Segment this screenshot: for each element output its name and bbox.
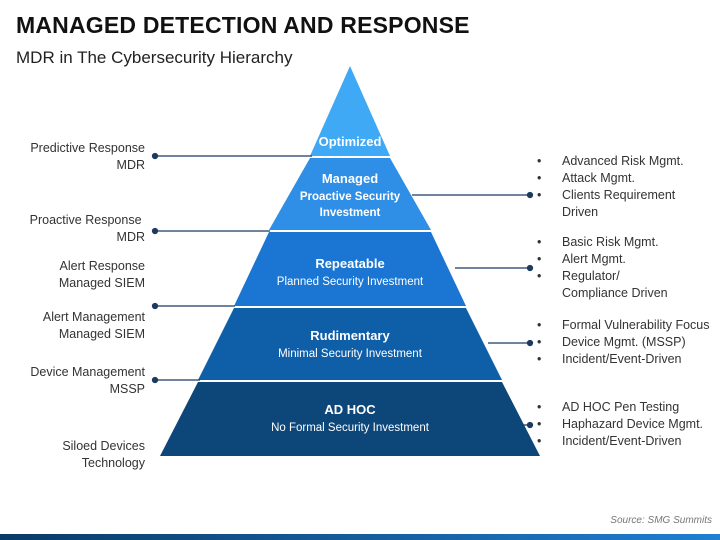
list-item: Incident/Event-Driven (537, 433, 703, 450)
pyramid-tier-adhoc (160, 382, 540, 456)
left-label-predictive-response: Predictive Response MDR (30, 141, 145, 172)
tier-name-optimized: Optimized (319, 134, 382, 149)
source-credit: Source: SMG Summits (610, 515, 712, 526)
right-group-managed: Advanced Risk Mgmt. Attack Mgmt. Clients… (537, 153, 684, 204)
pyramid-tier-managed (269, 158, 431, 230)
pyramid-tier-repeatable (234, 232, 466, 306)
tier-name-rudimentary: Rudimentary (310, 328, 390, 343)
tier-desc-managed-2: Investment (320, 207, 381, 219)
connector-dot-right-3 (526, 339, 534, 347)
left-label-siloed-devices: Siloed Devices Technology (62, 439, 145, 470)
left-label-alert-management: Alert Management Managed SIEM (42, 310, 145, 341)
list-item: Device Mgmt. (MSSP) (537, 334, 710, 351)
list-item: Basic Risk Mgmt. (537, 234, 659, 251)
tier-name-managed: Managed (322, 171, 378, 186)
right-group-repeatable: Basic Risk Mgmt. Alert Mgmt. Regulator/ (537, 234, 659, 285)
pyramid-tier-rudimentary (198, 308, 502, 380)
page-subtitle: MDR in The Cybersecurity Hierarchy (16, 48, 293, 67)
list-item: Haphazard Device Mgmt. (537, 416, 703, 433)
tier-desc-adhoc: No Formal Security Investment (271, 422, 430, 434)
list-item: Attack Mgmt. (537, 170, 684, 187)
connector-dot-left-4 (151, 376, 159, 384)
connector-dot-right-4 (526, 421, 534, 429)
right-group-rudimentary: Formal Vulnerability Focus Device Mgmt. … (537, 317, 710, 368)
tier-desc-repeatable: Planned Security Investment (277, 276, 424, 288)
connector-dot-left-3 (151, 302, 159, 310)
list-item: Regulator/ (537, 268, 659, 285)
page-title: MANAGED DETECTION AND RESPONSE (16, 12, 470, 38)
connector-dot-left-1 (151, 152, 159, 160)
right-group-adhoc: AD HOC Pen Testing Haphazard Device Mgmt… (537, 399, 703, 450)
right-group-repeatable-continuation: Compliance Driven (562, 286, 668, 300)
right-group-managed-continuation: Driven (562, 205, 599, 219)
bottom-accent-bar (0, 534, 720, 540)
list-item: AD HOC Pen Testing (537, 399, 703, 416)
list-item: Incident/Event-Driven (537, 351, 710, 368)
connector-dot-left-2 (151, 227, 159, 235)
list-item: Alert Mgmt. (537, 251, 659, 268)
tier-name-adhoc: AD HOC (324, 402, 376, 417)
list-item: Clients Requirement (537, 187, 684, 204)
connector-dot-right-1 (526, 191, 534, 199)
tier-name-repeatable: Repeatable (315, 256, 384, 271)
list-item: Advanced Risk Mgmt. (537, 153, 684, 170)
tier-desc-rudimentary: Minimal Security Investment (278, 348, 423, 360)
left-label-device-management: Device Management MSSP (30, 365, 145, 396)
tier-desc-managed-1: Proactive Security (300, 191, 401, 203)
pyramid-tier-optimized (310, 66, 390, 156)
connector-dot-right-2 (526, 264, 534, 272)
left-label-alert-response: Alert Response Managed SIEM (58, 259, 145, 290)
list-item: Formal Vulnerability Focus (537, 317, 710, 334)
left-label-proactive-response: Proactive Response MDR (29, 213, 145, 244)
